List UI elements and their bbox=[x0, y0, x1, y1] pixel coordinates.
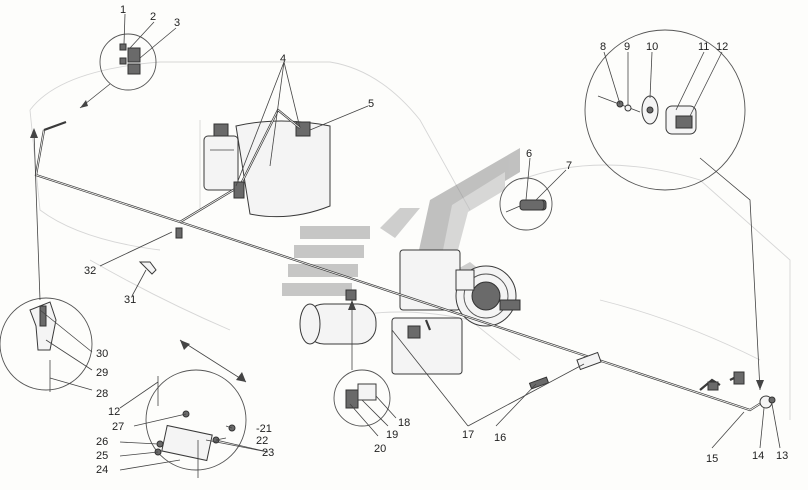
callout-labels: 1 2 3 4 5 6 7 8 9 10 11 12 12 13 14 15 1… bbox=[84, 4, 788, 476]
gearbox bbox=[455, 265, 521, 327]
callout-23: 23 bbox=[262, 447, 274, 459]
air-receiver bbox=[299, 303, 377, 345]
callout-14: 14 bbox=[752, 450, 764, 462]
callout-2: 2 bbox=[150, 11, 156, 23]
callout-17: 17 bbox=[462, 429, 474, 441]
callout-32: 32 bbox=[84, 265, 96, 277]
detail-view-1-3 bbox=[79, 33, 157, 109]
callout-8: 8 bbox=[600, 41, 606, 53]
callout-30: 30 bbox=[96, 348, 108, 360]
callout-31: 31 bbox=[124, 294, 136, 306]
callout-21: -21 bbox=[256, 423, 272, 435]
detail-view-28-30 bbox=[0, 128, 93, 392]
washer-tank bbox=[203, 123, 239, 191]
callout-27: 27 bbox=[112, 421, 124, 433]
callout-29: 29 bbox=[96, 367, 108, 379]
callout-24: 24 bbox=[96, 464, 108, 476]
callout-19: 19 bbox=[386, 429, 398, 441]
callout-5: 5 bbox=[368, 98, 374, 110]
detail-view-21-27 bbox=[145, 339, 247, 478]
detail-view-18-20 bbox=[333, 300, 391, 427]
callout-13: 13 bbox=[776, 450, 788, 462]
callout-25: 25 bbox=[96, 450, 108, 462]
callout-28: 28 bbox=[96, 388, 108, 400]
detail-view-6-7 bbox=[499, 177, 553, 231]
callout-22: 22 bbox=[256, 435, 268, 447]
callout-10: 10 bbox=[646, 41, 658, 53]
callout-20: 20 bbox=[374, 443, 386, 455]
callout-16: 16 bbox=[494, 432, 506, 444]
callout-15: 15 bbox=[706, 453, 718, 465]
fuel-tank bbox=[235, 120, 331, 218]
callout-4: 4 bbox=[280, 53, 286, 65]
callout-12-top: 12 bbox=[716, 41, 728, 53]
detail-view-8-12 bbox=[584, 29, 764, 391]
connector-block bbox=[345, 289, 421, 339]
callout-1: 1 bbox=[120, 4, 126, 16]
callout-18: 18 bbox=[398, 417, 410, 429]
callout-26: 26 bbox=[96, 436, 108, 448]
callout-3: 3 bbox=[174, 17, 180, 29]
callout-11: 11 bbox=[698, 41, 709, 53]
callout-6: 6 bbox=[526, 148, 532, 160]
callout-12-bottom: 12 bbox=[108, 406, 120, 418]
callout-7: 7 bbox=[566, 160, 572, 172]
leader-lines bbox=[39, 13, 781, 471]
callout-9: 9 bbox=[624, 41, 630, 53]
